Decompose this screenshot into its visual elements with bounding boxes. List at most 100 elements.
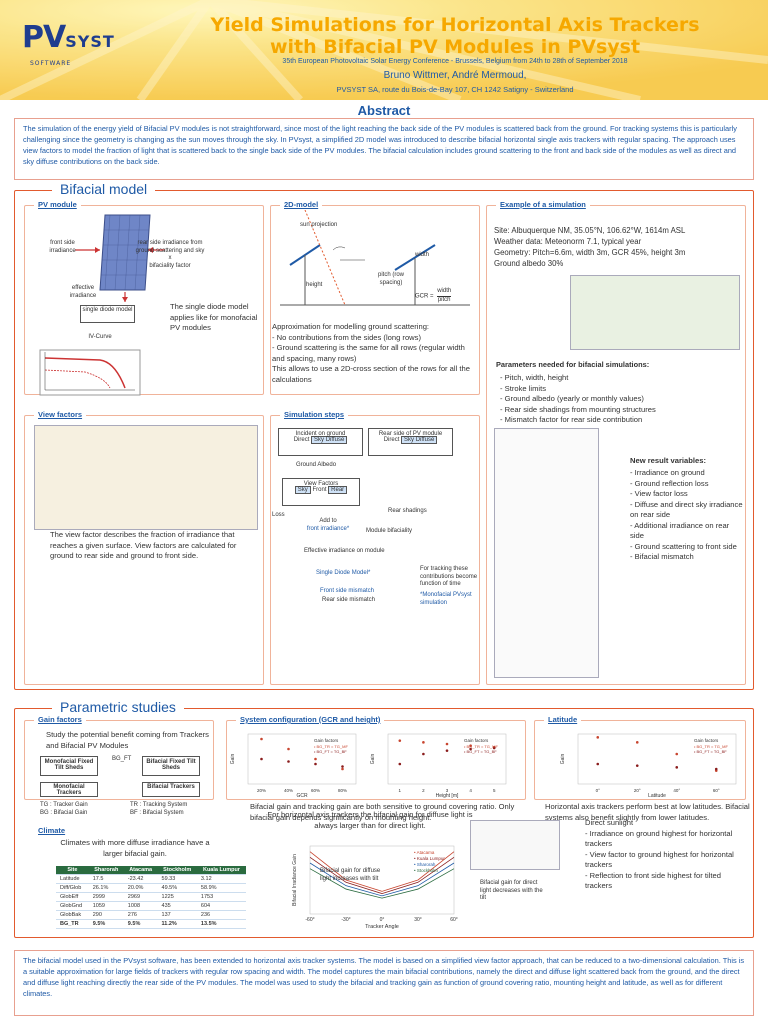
legend-entry: • BG_FT = TG_BF: [464, 749, 497, 754]
climate-title: Climate: [34, 826, 70, 835]
climate-header-cell: Kuala Lumpur: [196, 866, 246, 875]
x-axis-label: Latitude: [648, 793, 666, 798]
bif-track-box: Bifacial Trackers: [142, 782, 200, 797]
climate-cell: 1225: [157, 892, 197, 902]
diffuse-small-chart: [470, 820, 560, 870]
climate-cell: 26.1%: [88, 883, 124, 893]
view-factors-description: The view factor describes the fraction o…: [50, 530, 237, 560]
x-axis-label: GCR: [296, 793, 308, 798]
legend-title: Gain factors: [314, 738, 339, 743]
data-point: [714, 767, 718, 771]
sysconf-title: System configuration (GCR and height): [236, 715, 385, 724]
latitude-panel: [534, 720, 746, 800]
climate-header-cell: Stockholm: [157, 866, 197, 875]
data-point: [635, 741, 639, 744]
gain-factors-panel: [24, 720, 214, 800]
data-point: [422, 741, 425, 744]
x-tick-label: 0°: [596, 788, 601, 793]
new-vars-list: - Irradiance on ground - Ground reflecti…: [630, 468, 743, 561]
climate-cell: GlobGnd: [56, 901, 89, 911]
legend-entry: • BG_TR = TG_MF: [314, 744, 348, 749]
data-point: [260, 757, 263, 761]
legend-entry: • BG_FT = TG_BF: [694, 749, 727, 754]
legend-entry: • Sharorah: [414, 862, 436, 867]
data-point: [314, 762, 317, 766]
series-line: [309, 862, 455, 897]
params-title: Parameters needed for bifacial simulatio…: [496, 360, 650, 369]
climate-cell: 49.5%: [157, 883, 197, 893]
legend-entry: • Stockholm: [414, 868, 438, 873]
series-line: [309, 851, 455, 892]
view-factors-title: View factors: [34, 410, 87, 419]
data-point: [398, 762, 402, 766]
x-tick-label: 1: [399, 788, 402, 793]
x-tick-label: 4: [469, 788, 472, 793]
parametric-title: Parametric studies: [52, 699, 184, 715]
bg-ft-label: BG_FT: [112, 756, 132, 762]
pv-module-diagram: [39, 214, 165, 396]
width-label: width: [415, 252, 430, 258]
climate-cell: Diff/Glob: [56, 883, 89, 893]
mono-track-box: Monofacial Trackers: [40, 782, 98, 797]
x-tick-label: -60°: [305, 917, 314, 923]
abstract-title: Abstract: [357, 103, 411, 118]
climate-cell: 1753: [196, 892, 246, 902]
climate-cell: 3.12: [196, 874, 246, 884]
data-point: [675, 752, 679, 756]
x-tick-label: 3: [446, 788, 449, 793]
latitude-desc: Horizontal axis trackers perform best at…: [545, 802, 750, 822]
climate-cell: 290: [88, 910, 124, 920]
climate-cell: 604: [196, 901, 246, 911]
loss-label: Loss: [272, 512, 285, 518]
model2d-panel: [270, 205, 480, 395]
abstract-text: The simulation of the energy yield of Bi…: [14, 118, 754, 180]
gain-legend-right: TR : Tracking System BF : Bifacial Syste…: [130, 802, 188, 816]
incident-ground-box: Incident on ground Direct Sky Diffuse: [278, 428, 363, 456]
climate-cell: -23.42: [123, 874, 158, 884]
view-factor-software-screenshot: [34, 425, 258, 530]
data-point: [596, 762, 600, 766]
single-diode-description: The single diode model applies like for …: [170, 302, 258, 332]
module-bifaciality-label: Module bifaciality: [366, 528, 413, 534]
climate-cell: 2999: [88, 892, 124, 902]
y-axis-label: Gain: [230, 754, 236, 765]
x-tick-label: 60°: [713, 788, 720, 793]
pvsyst-logo: PVSYST SOFTWARE: [22, 20, 115, 67]
rear-side-mismatch: Rear side mismatch: [322, 597, 376, 603]
climate-cell: 9.5%: [88, 919, 124, 929]
single-diode-model-step: Single Diode Model*: [316, 570, 371, 576]
example-title: Example of a simulation: [496, 200, 590, 209]
effective-irradiance-label: effective irradiance: [69, 285, 97, 299]
climate-cell: 1008: [123, 901, 158, 911]
iv-curve-label: IV-Curve: [88, 334, 112, 340]
x-tick-label: 60%: [311, 788, 320, 793]
model2d-title: 2D-model: [280, 200, 323, 209]
effective-irradiance-module: Effective irradiance on module: [304, 548, 385, 554]
authors: Bruno Wittmer, André Mermoud,: [383, 70, 527, 81]
legend-title: Gain factors: [464, 738, 489, 743]
sysconf-desc: Bifacial gain and tracking gain are both…: [250, 802, 515, 822]
height-label: height: [306, 282, 323, 288]
tracking-note: For tracking these contributions become …: [420, 566, 478, 587]
climate-cell: 2969: [123, 892, 158, 902]
sim-steps-title: Simulation steps: [280, 410, 349, 419]
climate-cell: GlobBak: [56, 910, 89, 920]
legend-entry: • BG_TR = TG_MF: [464, 744, 498, 749]
climate-desc: Climates with more diffuse irradiance ha…: [60, 838, 210, 858]
climate-cell: 236: [196, 910, 246, 920]
diffuse-annotation: Bifacial gain for diffuse light increase…: [320, 868, 381, 882]
direct-annotation: Bifacial gain for direct light decreases…: [480, 880, 543, 901]
new-vars-title: New result variables:: [630, 456, 706, 465]
climate-cell: 17.5: [88, 874, 124, 884]
rear-shadings-label: Rear shadings: [388, 508, 427, 514]
data-point: [341, 765, 344, 768]
x-tick-label: 20°: [634, 788, 641, 793]
conference-line: 35th European Photovoltaic Solar Energy …: [282, 58, 628, 65]
view-factors-panel: [24, 415, 264, 685]
x-tick-label: 60°: [450, 917, 458, 923]
parametric-section: [14, 708, 754, 938]
